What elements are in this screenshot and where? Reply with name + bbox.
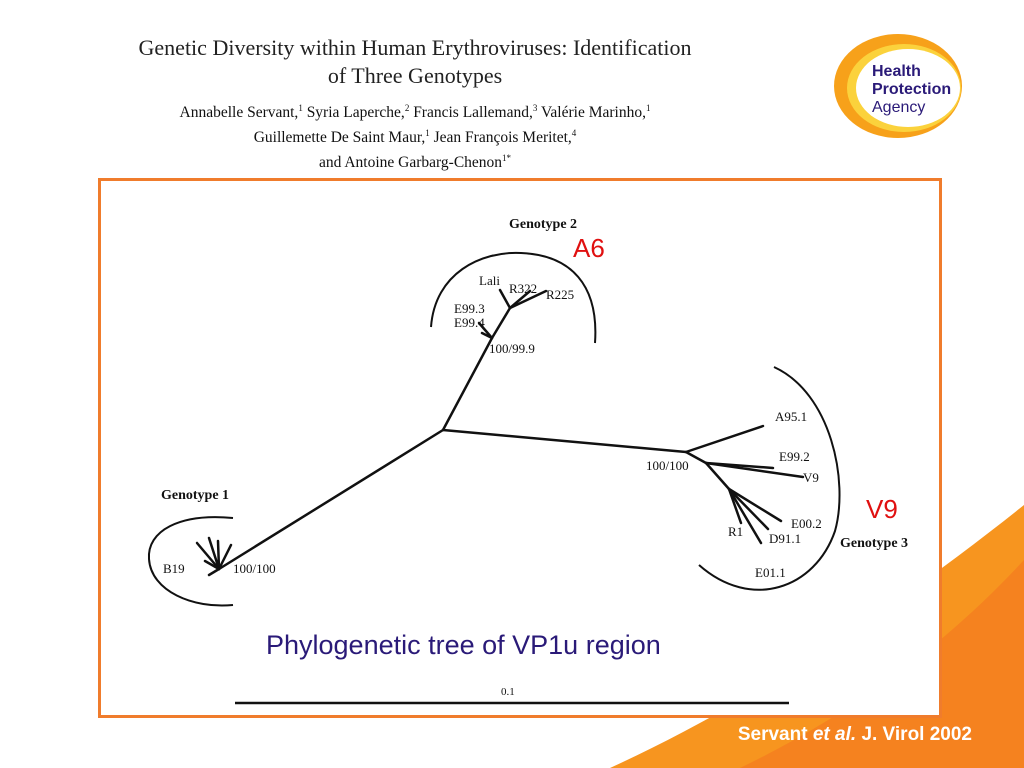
- leaf-label-e99-2: E99.2: [779, 449, 810, 464]
- branch-root-g1: [217, 428, 445, 571]
- branch-g2-leaf: [508, 289, 548, 310]
- author-name: and Antoine Garbarg-Chenon: [318, 154, 503, 172]
- scale-label: 0.1: [501, 686, 515, 698]
- paper-authors: Annabelle Servant,1 Syria Laperche,2 Fra…: [110, 98, 720, 173]
- branch-g1-leaf: [216, 539, 221, 571]
- genotype2-arc: [430, 251, 597, 344]
- branch-g2-leaf: [477, 321, 494, 340]
- branch-g2-internal: [490, 306, 512, 340]
- leaf-label-e99-4: E99.4: [454, 315, 485, 330]
- author-affiliation: 1: [645, 103, 651, 113]
- branch-g2-leaf: [480, 331, 494, 340]
- leaf-label-e01-1: E01.1: [755, 565, 786, 580]
- authors-line1: Annabelle Servant,1 Syria Laperche,2 Fra…: [110, 98, 720, 123]
- hpa-logo: Health Protection Agency: [834, 34, 962, 138]
- genotype1-title: Genotype 1: [161, 488, 229, 503]
- paper-title-line1: Genetic Diversity within Human Erythrovi…: [138, 35, 692, 60]
- branch-root-g2: [441, 336, 494, 432]
- citation-author: Servant: [737, 724, 808, 745]
- author-affiliation: 1*: [502, 153, 512, 164]
- citation: Servant et al. J. Virol 2002: [738, 724, 972, 746]
- genotype3-arc: [698, 366, 841, 591]
- author-affiliation: 1: [298, 103, 303, 113]
- leaf-label-r225: R225: [546, 287, 574, 302]
- author-affiliation: 2: [404, 103, 410, 113]
- branch-g1-leaf: [207, 536, 221, 571]
- leaf-label-lali: Lali: [479, 273, 500, 288]
- highlight-v9: V9: [866, 494, 898, 524]
- branch-g1-leaf: [203, 559, 221, 571]
- leaf-label-b19: B19: [163, 561, 185, 576]
- genotype3-title: Genotype 3: [840, 536, 908, 551]
- leaf-label-d91-1: D91.1: [769, 531, 801, 546]
- logo-line1: Health: [872, 63, 921, 80]
- branch-g3-internal: [704, 461, 731, 491]
- author-name: Guillemette De Saint Maur,: [253, 129, 426, 147]
- branch-root-g3: [441, 428, 688, 454]
- leaf-label-e99-3: E99.3: [454, 301, 485, 316]
- leaf-label-v9: V9: [803, 470, 819, 485]
- branch-g2-leaf: [508, 289, 532, 310]
- phylogenetic-tree: Genotype 1 Genotype 2 Genotype 3 B19 100…: [147, 217, 908, 705]
- logo-line3: Agency: [872, 99, 925, 116]
- author-name: Syria Laperche,: [302, 104, 405, 122]
- bootstrap-g2: 100/99.9: [489, 341, 535, 356]
- author-name: Jean François Meritet,: [429, 129, 572, 147]
- leaf-label-r1: R1: [728, 524, 743, 539]
- paper-title: Genetic Diversity within Human Erythrovi…: [80, 34, 750, 90]
- citation-journal: J. Virol 2002: [861, 724, 972, 745]
- author-name: Valérie Marinho,: [537, 104, 646, 122]
- bootstrap-g1: 100/100: [233, 561, 276, 576]
- author-name: Annabelle Servant,: [179, 104, 299, 122]
- branch-g1-leaf: [217, 543, 233, 571]
- citation-etal: et al.: [812, 724, 857, 745]
- leaf-label-e00-2: E00.2: [791, 516, 822, 531]
- logo-line2: Protection: [872, 81, 951, 98]
- figure-frame: [98, 178, 942, 718]
- genotype2-title: Genotype 2: [509, 217, 577, 232]
- author-affiliation: 1: [425, 128, 430, 139]
- branch-g3-leaf: [684, 424, 765, 454]
- branch-g3-internal: [684, 450, 708, 465]
- authors-line2: Guillemette De Saint Maur,1 Jean Françoi…: [110, 123, 720, 148]
- leaf-label-a95-1: A95.1: [775, 409, 807, 424]
- author-name: Francis Lallemand,: [409, 104, 533, 122]
- branch-g1-leaf: [207, 567, 221, 577]
- leaf-label-r322: R322: [509, 281, 537, 296]
- author-affiliation: 3: [532, 103, 538, 113]
- branch-g3-leaf: [727, 487, 763, 545]
- authors-line3: and Antoine Garbarg-Chenon1*: [110, 148, 720, 173]
- bootstrap-g3: 100/100: [646, 458, 689, 473]
- paper-title-line2: of Three Genotypes: [327, 63, 503, 88]
- figure-caption: Phylogenetic tree of VP1u region: [266, 630, 661, 660]
- highlight-a6: A6: [573, 233, 605, 263]
- branch-g3-leaf: [727, 487, 770, 531]
- branch-g3-leaf: [727, 487, 783, 523]
- branch-g1-leaf: [195, 541, 221, 571]
- genotype1-arc: [147, 516, 234, 607]
- branch-g2-leaf: [498, 288, 512, 310]
- author-affiliation: 4: [571, 128, 577, 139]
- branch-g3-leaf: [704, 461, 805, 479]
